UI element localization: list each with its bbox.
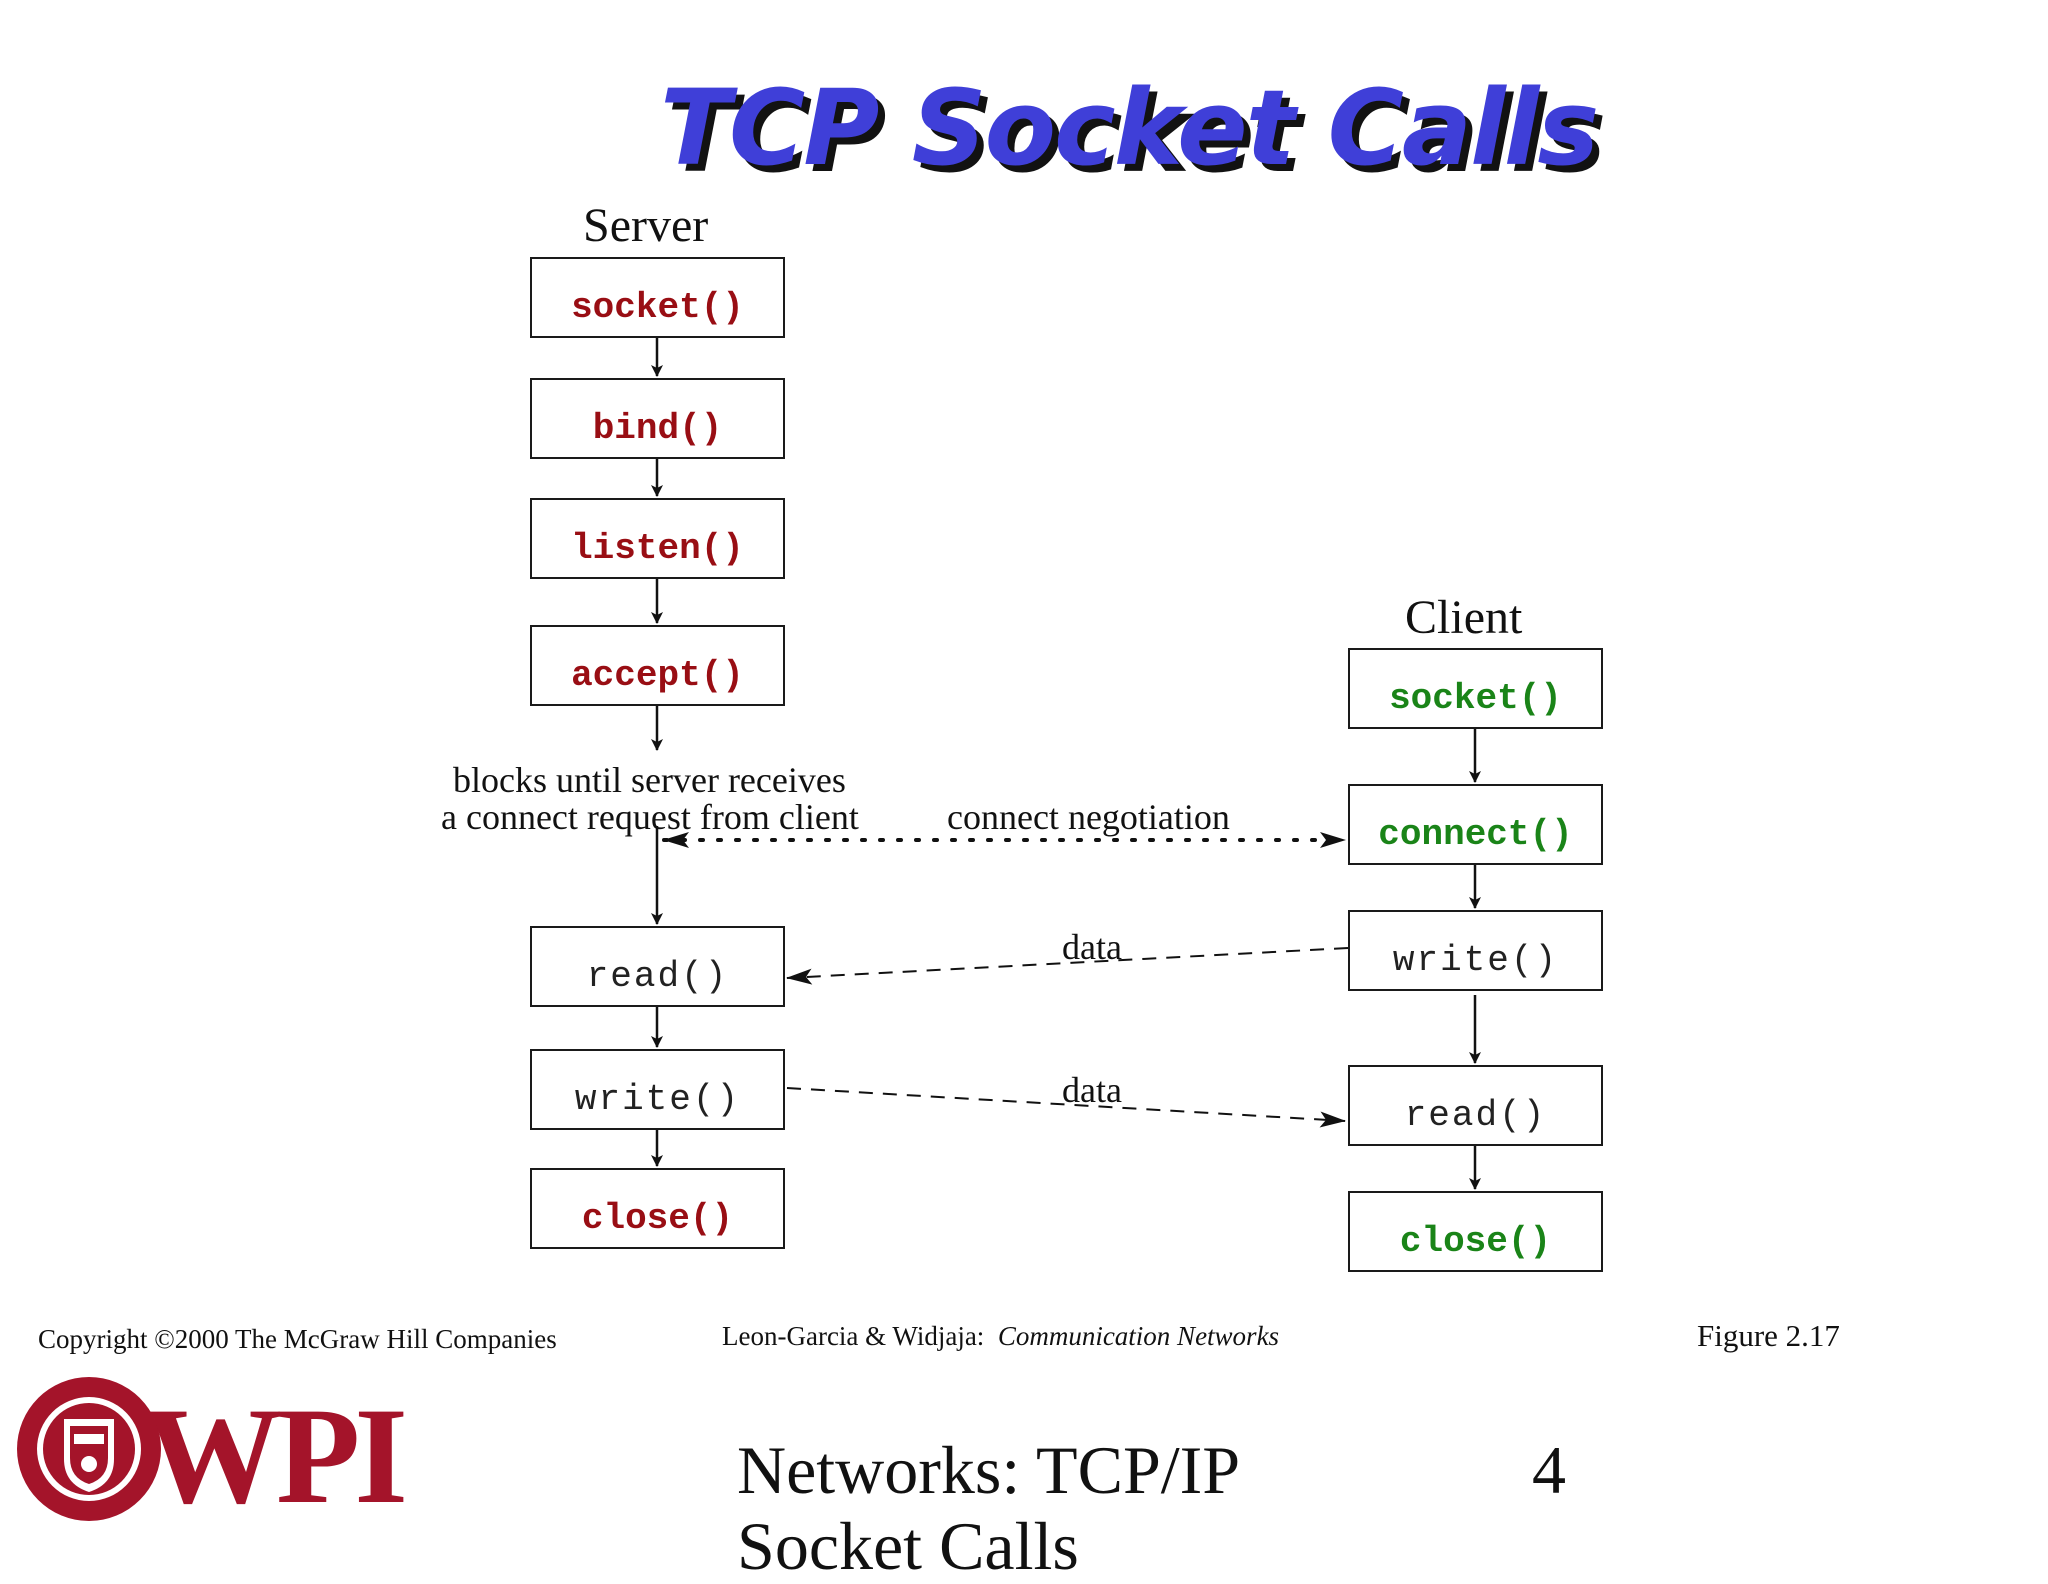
client-write-box: write() — [1348, 910, 1603, 991]
diagram-connectors — [651, 338, 1481, 1190]
server-accept-call: accept() — [571, 655, 744, 696]
server-close-call: close() — [581, 1198, 734, 1239]
client-write-call: write() — [1392, 940, 1559, 981]
server-socket-box: socket() — [530, 257, 785, 338]
slide: TCP Socket Calls Server Client socket() … — [17, 67, 1840, 1584]
bottom-title-line2: Socket Calls — [737, 1508, 1079, 1584]
block-note-line1: blocks until server receives — [453, 760, 846, 800]
server-write-box: write() — [530, 1049, 785, 1130]
server-listen-call: listen() — [571, 528, 744, 569]
server-bind-call: bind() — [592, 408, 723, 449]
client-connect-call: connect() — [1378, 814, 1573, 855]
wpi-logo: WPI — [17, 1377, 410, 1524]
page-number: 4 — [1532, 1432, 1566, 1508]
data-arrow-client-to-server — [786, 947, 1349, 985]
server-socket-call: socket() — [571, 287, 744, 328]
block-note-line2: a connect request from client — [441, 797, 859, 837]
data-label-2: data — [1062, 1070, 1122, 1110]
client-socket-call: socket() — [1389, 678, 1562, 719]
server-read-call: read() — [586, 956, 729, 997]
data-label-1: data — [1062, 927, 1122, 967]
citation: Leon-Garcia & Widjaja: Communication Net… — [722, 1321, 1279, 1352]
figure-number: Figure 2.17 — [1697, 1318, 1840, 1353]
citation-authors: Leon-Garcia & Widjaja: — [722, 1321, 985, 1351]
copyright-text: Copyright ©2000 The McGraw Hill Companie… — [38, 1324, 557, 1354]
server-close-box: close() — [530, 1168, 785, 1249]
server-write-call: write() — [574, 1079, 741, 1120]
logo-wordmark: WPI — [144, 1379, 404, 1524]
client-label: Client — [1405, 591, 1523, 644]
slide-title: TCP Socket Calls — [660, 67, 1599, 189]
bottom-title-line1: Networks: TCP/IP — [737, 1432, 1241, 1508]
citation-book: Communication Networks — [997, 1321, 1280, 1351]
server-label: Server — [583, 199, 709, 252]
server-accept-box: accept() — [530, 625, 785, 706]
client-read-call: read() — [1404, 1095, 1547, 1136]
server-listen-box: listen() — [530, 498, 785, 579]
data-arrow-server-to-client — [786, 1087, 1346, 1128]
server-bind-box: bind() — [530, 378, 785, 459]
connect-negotiation-label: connect negotiation — [947, 797, 1230, 837]
server-read-box: read() — [530, 926, 785, 1007]
client-close-call: close() — [1399, 1221, 1552, 1262]
client-connect-box: connect() — [1348, 784, 1603, 865]
client-socket-box: socket() — [1348, 648, 1603, 729]
client-read-box: read() — [1348, 1065, 1603, 1146]
client-close-box: close() — [1348, 1191, 1603, 1272]
